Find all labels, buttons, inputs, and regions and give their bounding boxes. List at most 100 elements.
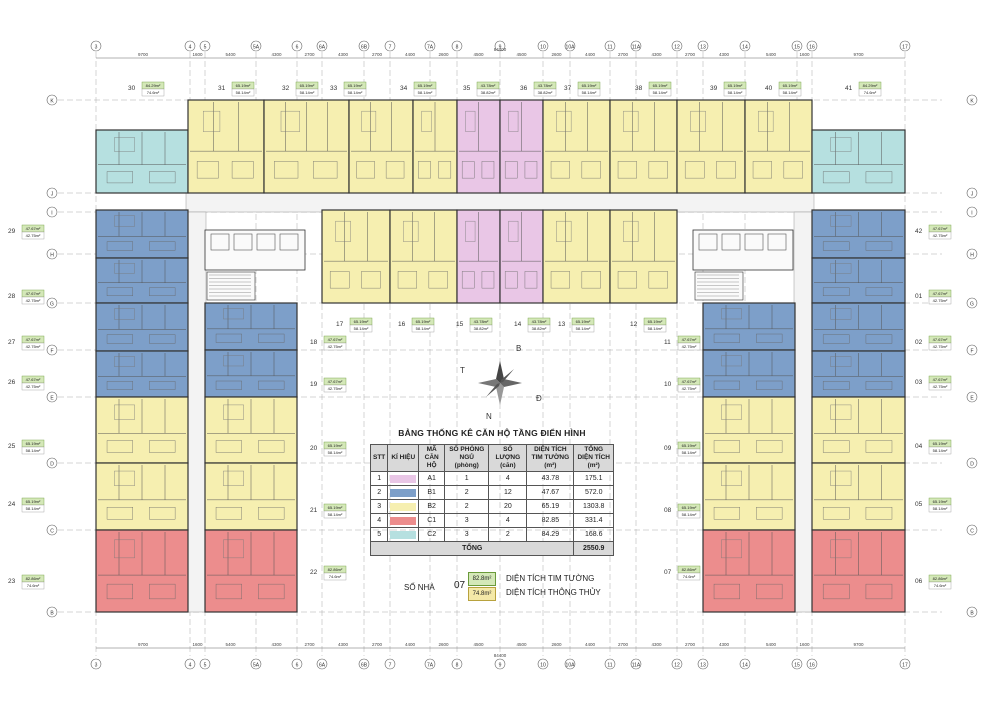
grid-label: 7A: [427, 45, 434, 51]
unit-number: 37: [564, 85, 572, 92]
grid-label: 10A: [566, 663, 576, 669]
grid-label: 6B: [361, 45, 368, 51]
net-area-box: [723, 88, 747, 97]
gross-area: 47.67m²: [933, 337, 948, 342]
grid-label: 11: [607, 45, 612, 51]
grid-label: H: [50, 253, 54, 259]
color-swatch: [390, 488, 417, 497]
net-area-box: [677, 342, 701, 351]
net-area: 58.14m²: [682, 512, 697, 517]
grid-label: 9: [499, 45, 502, 51]
grid-bubble: [966, 344, 978, 356]
net-area-box: [677, 510, 701, 519]
unit-27: [95, 302, 189, 352]
net-area-box: [349, 324, 373, 333]
legend-house-number: 07: [454, 580, 466, 591]
dimension-text: 2700: [372, 52, 383, 57]
col-total: TỔNG DIỆN TÍCH (m²): [573, 444, 614, 472]
unit-number: 05: [915, 501, 923, 508]
cell-rooms: 1: [444, 471, 490, 486]
unit-36: [499, 99, 544, 194]
grid-label: 8: [456, 45, 459, 51]
grid-bubble: [791, 40, 803, 52]
dimension-text: 4300: [651, 642, 662, 647]
total-label: TỔNG: [369, 541, 575, 556]
net-area-box: [476, 88, 500, 97]
unit-number: 24: [8, 501, 16, 508]
grid-bubble: [46, 457, 58, 469]
grid-bubble: [494, 658, 506, 670]
net-area-box: [21, 231, 45, 240]
net-area: 58.14m²: [576, 326, 591, 331]
dimension-text: 4300: [271, 52, 282, 57]
net-area: 42.75m²: [682, 344, 697, 349]
grid-label: 10: [540, 663, 546, 669]
grid-bubble: [46, 297, 58, 309]
net-area: 58.14m²: [416, 326, 431, 331]
grid-bubble: [630, 40, 642, 52]
unit-number: 28: [8, 293, 16, 300]
unit-11: [702, 302, 796, 351]
net-area-box: [323, 510, 347, 519]
grid-bubble: [358, 658, 370, 670]
gross-area: 47.67m²: [26, 226, 41, 231]
grid-bubble: [384, 40, 396, 52]
grid-label: I: [51, 211, 52, 217]
grid-label: 10A: [566, 45, 576, 51]
unit-34: [412, 99, 458, 194]
dimension-text: 2700: [618, 642, 629, 647]
net-area-box: [413, 88, 437, 97]
legend-house-label: SỐ NHÀ: [404, 583, 435, 592]
area-legend: SỐ NHÀ 07 82.8m² 74.8m² DIỆN TÍCH TIM TƯ…: [398, 572, 628, 606]
grid-label: 14: [742, 45, 748, 51]
dimension-text: 4400: [585, 52, 596, 57]
unit-number: 29: [8, 228, 16, 235]
net-area-box: [571, 324, 595, 333]
unit-number: 08: [664, 507, 672, 514]
dimension-text: 9700: [138, 642, 149, 647]
net-area-box: [643, 324, 667, 333]
net-area-box: [928, 382, 952, 391]
cell-code: A1: [418, 471, 446, 486]
net-area-box: [21, 504, 45, 513]
legend-net-box: 74.8m²: [468, 587, 496, 601]
gross-area: 47.67m²: [682, 337, 697, 342]
grid-label: 7: [389, 663, 392, 669]
gross-area: 65.19m²: [236, 83, 251, 88]
net-area: 58.14m²: [682, 450, 697, 455]
grid-bubble: [451, 40, 463, 52]
net-area-box: [577, 88, 601, 97]
compass-east: Đ: [536, 394, 542, 403]
unit-33: [348, 99, 414, 194]
net-area-box: [928, 231, 952, 240]
grid-label: 9: [499, 663, 502, 669]
grid-bubble: [90, 40, 102, 52]
net-area: 38.82m²: [481, 90, 496, 95]
cell-qty: 4: [488, 513, 528, 528]
grid-label: 11A: [632, 663, 641, 669]
grid-bubble: [424, 658, 436, 670]
grid-bubble: [899, 658, 911, 670]
net-area: 42.75m²: [933, 298, 948, 303]
gross-area: 82.86m²: [328, 567, 343, 572]
grid-bubble: [424, 40, 436, 52]
net-area-box: [928, 581, 952, 590]
unit-10: [702, 349, 796, 398]
net-area: 58.14m²: [933, 448, 948, 453]
gross-area: 65.19m²: [26, 499, 41, 504]
unit-15: [456, 209, 501, 304]
compass-north: B: [516, 344, 521, 353]
net-area: 58.14m²: [328, 450, 343, 455]
unit-22: [204, 529, 298, 613]
